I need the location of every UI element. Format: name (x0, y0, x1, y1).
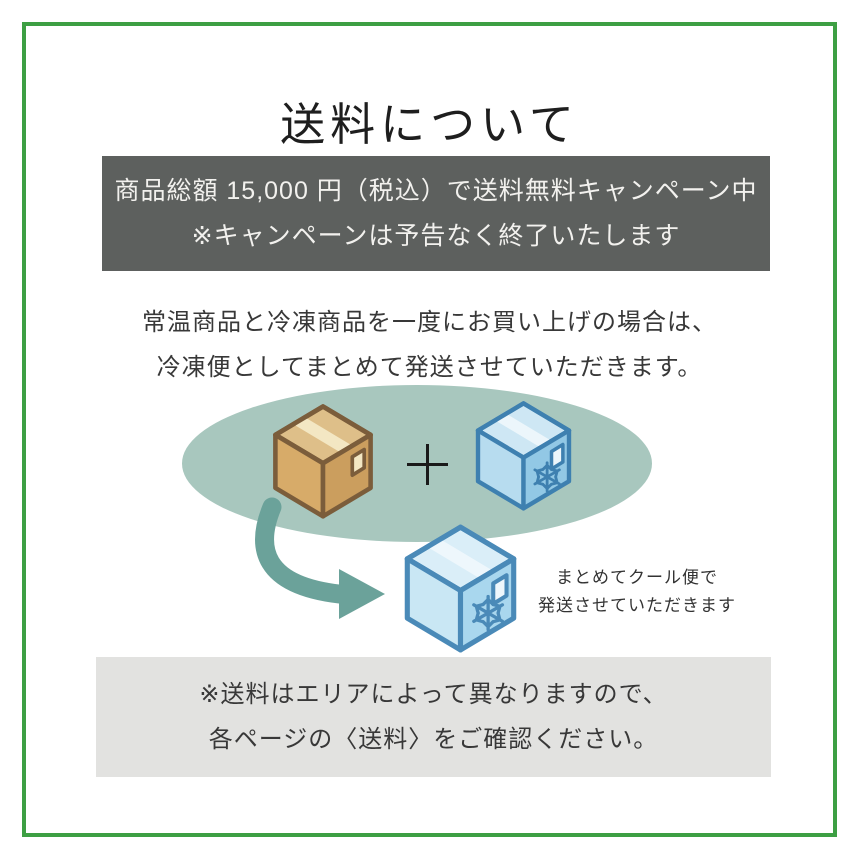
caption-line-2: 発送させていただきます (538, 596, 736, 615)
curved-arrow-icon (255, 497, 385, 619)
cardboard-box-icon (268, 401, 378, 520)
ellipse-background (182, 385, 652, 542)
cool-delivery-caption: まとめてクール便で 発送させていただきます (524, 564, 750, 620)
campaign-banner: 商品総額 15,000 円（税込）で送料無料キャンペーン中 ※キャンペーンは予告… (102, 156, 770, 271)
footer-line-2: 各ページの〈送料〉をご確認ください。 (208, 726, 659, 753)
page-title: 送料について (280, 99, 579, 150)
page-border-frame: 送料について 商品総額 15,000 円（税込）で送料無料キャンペーン中 ※キャ… (22, 22, 837, 837)
campaign-line-2: ※キャンペーンは予告なく終了いたします (191, 221, 681, 250)
intro-line-2: 冷凍便としてまとめて発送させていただきます。 (156, 354, 703, 381)
snowflake-icon (533, 463, 562, 491)
combined-cool-box-icon (399, 521, 522, 654)
plus-icon (407, 444, 448, 485)
intro-line-1: 常温商品と冷凍商品を一度にお買い上げの場合は、 (142, 309, 717, 336)
campaign-line-1: 商品総額 15,000 円（税込）で送料無料キャンペーン中 (114, 176, 758, 205)
footer-line-1: ※送料はエリアによって異なりますので、 (199, 681, 668, 708)
intro-text: 常温商品と冷凍商品を一度にお買い上げの場合は、 冷凍便としてまとめて発送させてい… (26, 300, 833, 390)
snowflake-icon (471, 597, 504, 630)
frozen-box-icon (471, 398, 576, 512)
caption-line-1: まとめてクール便で (556, 568, 718, 587)
shipping-area-note: ※送料はエリアによって異なりますので、 各ページの〈送料〉をご確認ください。 (96, 657, 771, 777)
